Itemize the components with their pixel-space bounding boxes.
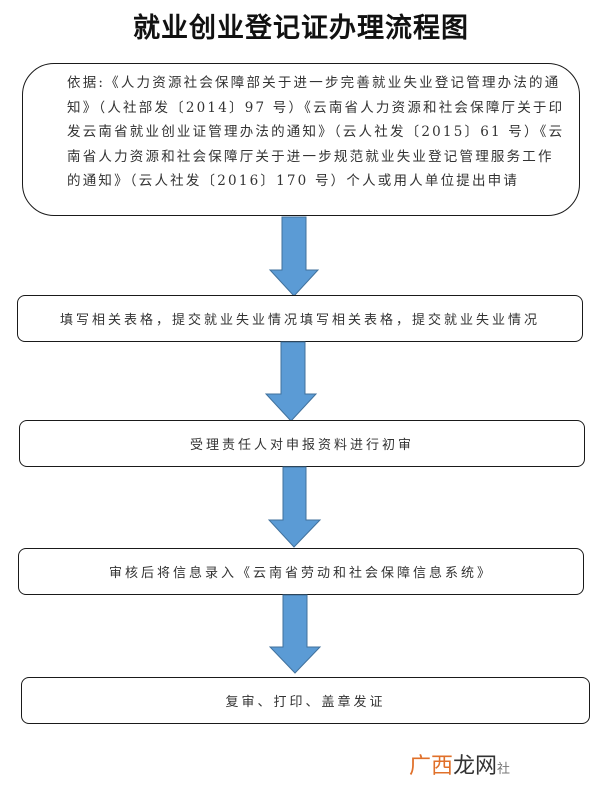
- flow-step-2-text: 填写相关表格，提交就业失业情况填写相关表格，提交就业失业情况: [59, 313, 540, 328]
- flow-step-5-issue-certificate: 复审、打印、盖章发证: [21, 677, 590, 724]
- watermark-part-3: 社: [497, 762, 511, 777]
- arrow-down-icon: [268, 466, 322, 548]
- flow-step-4-enter-system: 审核后将信息录入《云南省劳动和社会保障信息系统》: [18, 548, 584, 595]
- arrow-down-icon: [268, 216, 320, 297]
- flow-step-3-text: 受理责任人对申报资料进行初审: [189, 438, 414, 453]
- watermark-logo: 广西龙网社: [409, 748, 510, 780]
- flow-step-5-text: 复审、打印、盖章发证: [225, 695, 386, 710]
- flow-step-1-application-basis: 依据:《人力资源社会保障部关于进一步完善就业失业登记管理办法的通知》（人社部发〔…: [22, 63, 580, 216]
- page-title: 就业创业登记证办理流程图: [133, 13, 469, 44]
- arrow-down-icon: [269, 594, 322, 674]
- flow-step-3-initial-review: 受理责任人对申报资料进行初审: [19, 420, 585, 467]
- watermark-part-2: 龙网: [453, 754, 498, 779]
- flow-step-4-text: 审核后将信息录入《云南省劳动和社会保障信息系统》: [108, 566, 493, 581]
- flow-step-1-text: 依据:《人力资源社会保障部关于进一步完善就业失业登记管理办法的通知》（人社部发〔…: [67, 75, 565, 189]
- flow-step-2-fill-forms: 填写相关表格，提交就业失业情况填写相关表格，提交就业失业情况: [17, 295, 583, 342]
- watermark-part-1: 广西: [409, 754, 454, 779]
- arrow-down-icon: [265, 341, 318, 422]
